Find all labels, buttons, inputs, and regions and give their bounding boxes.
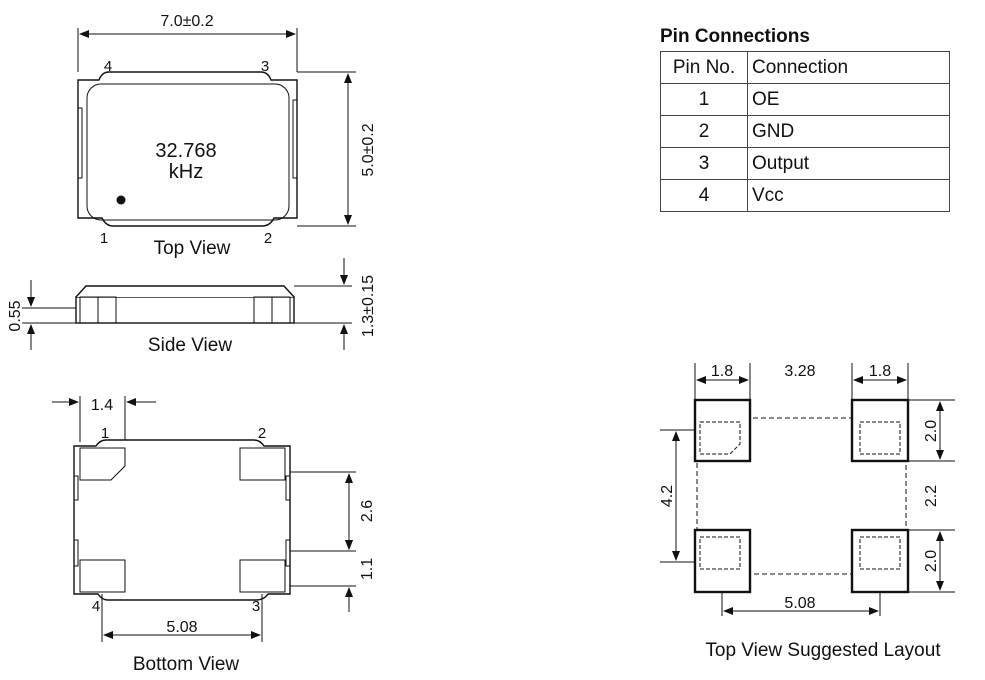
layout-view: 1.8 3.28 1.8 4.2 2.0 2.2 2.0 5.: [659, 363, 955, 661]
table-row: 3 Output: [660, 147, 950, 180]
layout-pad-height-bottom: 2.0: [923, 550, 940, 572]
layout-pad-height-top: 2.0: [923, 420, 940, 442]
layout-overall-height: 4.2: [659, 485, 676, 507]
pin-connections-table: Pin No. Connection 1 OE 2 GND 3 Output 4…: [660, 51, 950, 212]
bottom-pad-3: [239, 559, 286, 593]
layout-pad-width-left: 1.8: [711, 363, 733, 380]
pin-number: 4: [660, 179, 748, 212]
bottom-view-body: [73, 439, 291, 601]
pin-number: 1: [660, 83, 748, 116]
bottom-pad-1: [79, 447, 126, 481]
pin-connection: Output: [747, 147, 950, 180]
side-view: 0.55 1.3±0.15 Side View: [7, 258, 377, 356]
layout-pad-2: [850, 398, 910, 463]
bottom-pin-4: 4: [92, 598, 100, 615]
bottom-notch-r2: [285, 539, 290, 567]
bottom-pad-height-dim: 1.1: [359, 558, 376, 580]
bottom-notch-l1: [74, 475, 79, 501]
top-view-caption: Top View: [154, 238, 231, 259]
table-row: 4 Vcc: [660, 179, 950, 212]
pin-number: 2: [660, 115, 748, 148]
table-header-row: Pin No. Connection: [660, 51, 950, 84]
bottom-notch-r1: [285, 475, 290, 501]
bottom-pin-1: 1: [101, 425, 109, 442]
side-total-height-dim: 1.3±0.15: [360, 275, 377, 337]
layout-pitch: 5.08: [784, 595, 815, 612]
pin1-marker-dot: [116, 195, 126, 205]
top-width-dim: 7.0±0.2: [160, 13, 213, 30]
bottom-pin-2: 2: [258, 425, 266, 442]
layout-pad-width-right: 1.8: [869, 363, 891, 380]
top-view-body: [77, 71, 298, 227]
bottom-view: 1.4 1 2 4 3 2.6 1.1 5.08 Bottom View: [52, 396, 376, 675]
header-pin-no: Pin No.: [660, 51, 748, 84]
pin-table-title: Pin Connections: [660, 26, 810, 47]
frequency-unit: kHz: [169, 161, 203, 183]
pin-connection: Vcc: [747, 179, 950, 212]
top-view-lid: [86, 83, 290, 221]
bottom-pad-spacing-dim: 2.6: [359, 500, 376, 522]
top-pin-3: 3: [261, 58, 269, 75]
top-view: 7.0±0.2 32.768 kHz 4 3 1 2 5.0±0.2 Top V…: [77, 13, 377, 259]
bottom-pad-4: [79, 559, 126, 593]
bottom-pitch-dim: 5.08: [166, 619, 197, 636]
layout-gap: 3.28: [784, 363, 815, 380]
layout-footprint-3: [859, 536, 901, 570]
layout-footprint-2: [859, 421, 901, 455]
top-height-dim: 5.0±0.2: [360, 123, 377, 176]
layout-footprint-1: [699, 421, 741, 455]
side-view-base: [75, 296, 295, 324]
layout-gap-vertical: 2.2: [923, 485, 940, 507]
top-pin-1: 1: [100, 230, 108, 247]
layout-pad-4: [693, 528, 752, 594]
pin-connection: OE: [747, 83, 950, 116]
bottom-view-caption: Bottom View: [133, 654, 240, 675]
layout-pad-3: [850, 528, 910, 594]
top-pin-4: 4: [104, 58, 112, 75]
layout-footprint-4: [699, 536, 741, 570]
side-pad-height-dim: 0.55: [7, 300, 24, 331]
top-pin-2: 2: [264, 230, 272, 247]
side-view-lid: [75, 285, 295, 298]
layout-view-caption: Top View Suggested Layout: [705, 640, 941, 661]
table-row: 2 GND: [660, 115, 950, 148]
header-connection: Connection: [747, 51, 950, 84]
bottom-pad-2: [239, 447, 286, 481]
pin-connection: GND: [747, 115, 950, 148]
table-row: 1 OE: [660, 83, 950, 116]
layout-pad-1: [693, 398, 752, 463]
side-view-caption: Side View: [148, 335, 232, 356]
top-right-notch: [292, 99, 297, 179]
frequency-value: 32.768: [155, 140, 216, 162]
top-left-notch: [78, 107, 83, 179]
bottom-notch-l2: [74, 539, 79, 567]
bottom-pad-width-dim: 1.4: [91, 397, 113, 414]
pin-number: 3: [660, 147, 748, 180]
bottom-pin-3: 3: [252, 598, 260, 615]
